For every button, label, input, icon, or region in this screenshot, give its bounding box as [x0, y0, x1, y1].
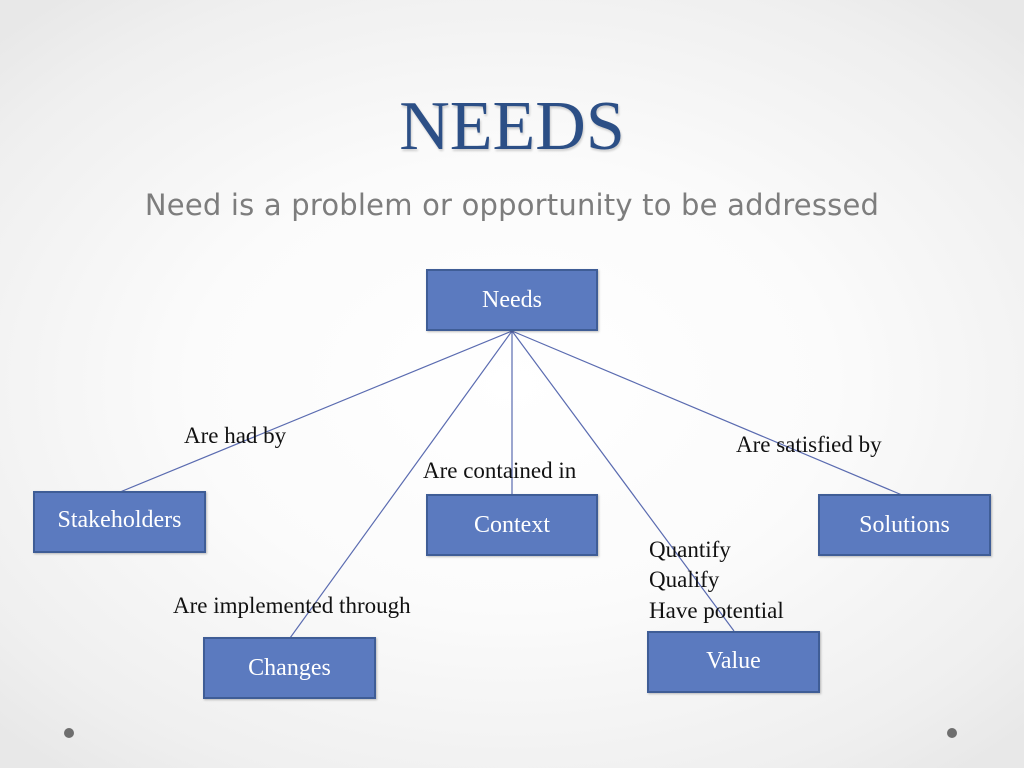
connector-needs-changes	[289, 330, 513, 639]
node-solutions: Solutions	[818, 494, 991, 556]
node-changes-label: Changes	[248, 654, 331, 681]
edge-label-value-2: Qualify	[649, 567, 720, 592]
edge-label-value-1: Quantify	[649, 537, 731, 562]
node-solutions-label: Solutions	[859, 511, 950, 538]
slide-corner-dot-right	[947, 728, 957, 738]
node-needs-label: Needs	[482, 286, 542, 313]
connector-needs-value	[511, 330, 735, 632]
edge-label-value-3: Have potential	[649, 598, 784, 623]
node-value-label: Value	[706, 647, 761, 674]
edge-label-stakeholders: Are had by	[184, 423, 287, 448]
slide-title: NEEDS	[399, 88, 625, 165]
edge-label-changes: Are implemented through	[173, 593, 411, 618]
node-stakeholders-label: Stakeholders	[57, 506, 182, 533]
edge-label-context: Are contained in	[423, 458, 577, 483]
slide-corner-dot-left	[64, 728, 74, 738]
connector-needs-solutions	[511, 330, 903, 496]
node-changes: Changes	[203, 637, 376, 699]
node-needs: Needs	[426, 269, 598, 331]
node-context: Context	[426, 494, 598, 556]
node-value: Value	[647, 631, 820, 693]
edge-label-solutions: Are satisfied by	[736, 432, 882, 457]
connector-needs-stakeholders	[119, 330, 513, 493]
node-context-label: Context	[474, 511, 550, 538]
node-stakeholders: Stakeholders	[33, 491, 206, 553]
slide-subtitle: Need is a problem or opportunity to be a…	[144, 188, 880, 222]
